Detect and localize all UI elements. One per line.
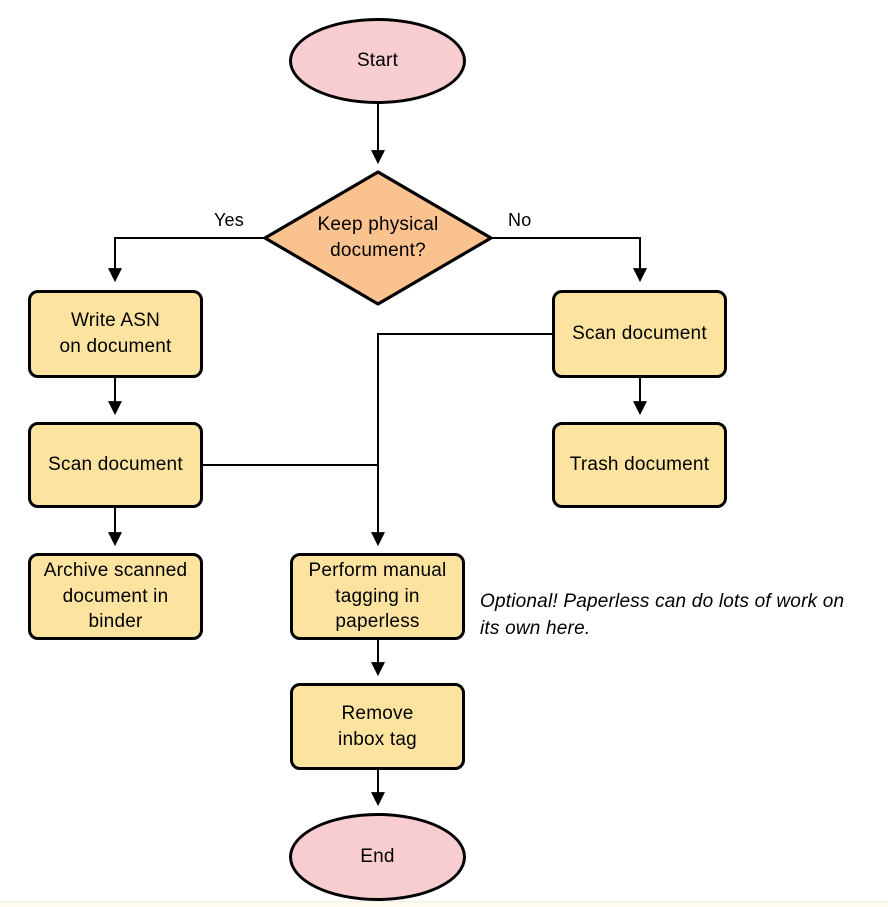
node-scan-document-left: Scan document	[28, 422, 203, 508]
node-remove-inbox-tag-label: Remove inbox tag	[338, 702, 417, 750]
edge-label-yes: Yes	[214, 210, 244, 230]
edge-scanright-to-tagging	[371, 333, 552, 547]
node-archive-document-label: Archive scanned document in binder	[43, 560, 188, 633]
node-end: End	[289, 813, 466, 901]
bottom-edge-strip	[0, 901, 888, 907]
node-archive-document: Archive scanned document in binder	[28, 553, 203, 640]
node-write-asn: Write ASN on document	[28, 290, 203, 378]
decision-diamond-shape	[263, 170, 493, 306]
edge-decision-no	[491, 237, 647, 283]
node-scan-document-right-label: Scan document	[572, 323, 707, 345]
node-end-label: End	[360, 846, 395, 868]
node-remove-inbox-tag: Remove inbox tag	[290, 683, 465, 770]
node-trash-document: Trash document	[552, 422, 727, 508]
node-manual-tagging-label: Perform manual tagging in paperless	[308, 560, 447, 633]
node-start: Start	[289, 18, 466, 104]
node-scan-document-right: Scan document	[552, 290, 727, 378]
node-write-asn-label: Write ASN on document	[59, 310, 172, 357]
edge-decision-yes	[108, 237, 265, 283]
node-start-label: Start	[356, 50, 399, 72]
node-decision-label: Keep physical document?	[317, 214, 439, 261]
node-manual-tagging: Perform manual tagging in paperless	[290, 553, 465, 640]
node-scan-document-left-label: Scan document	[48, 454, 183, 476]
annotation-optional-note: Optional! Paperless can do lots of work …	[480, 591, 845, 639]
node-decision: Keep physical document?	[283, 206, 473, 270]
edge-label-no: No	[508, 210, 532, 230]
node-trash-document-label: Trash document	[569, 454, 710, 476]
